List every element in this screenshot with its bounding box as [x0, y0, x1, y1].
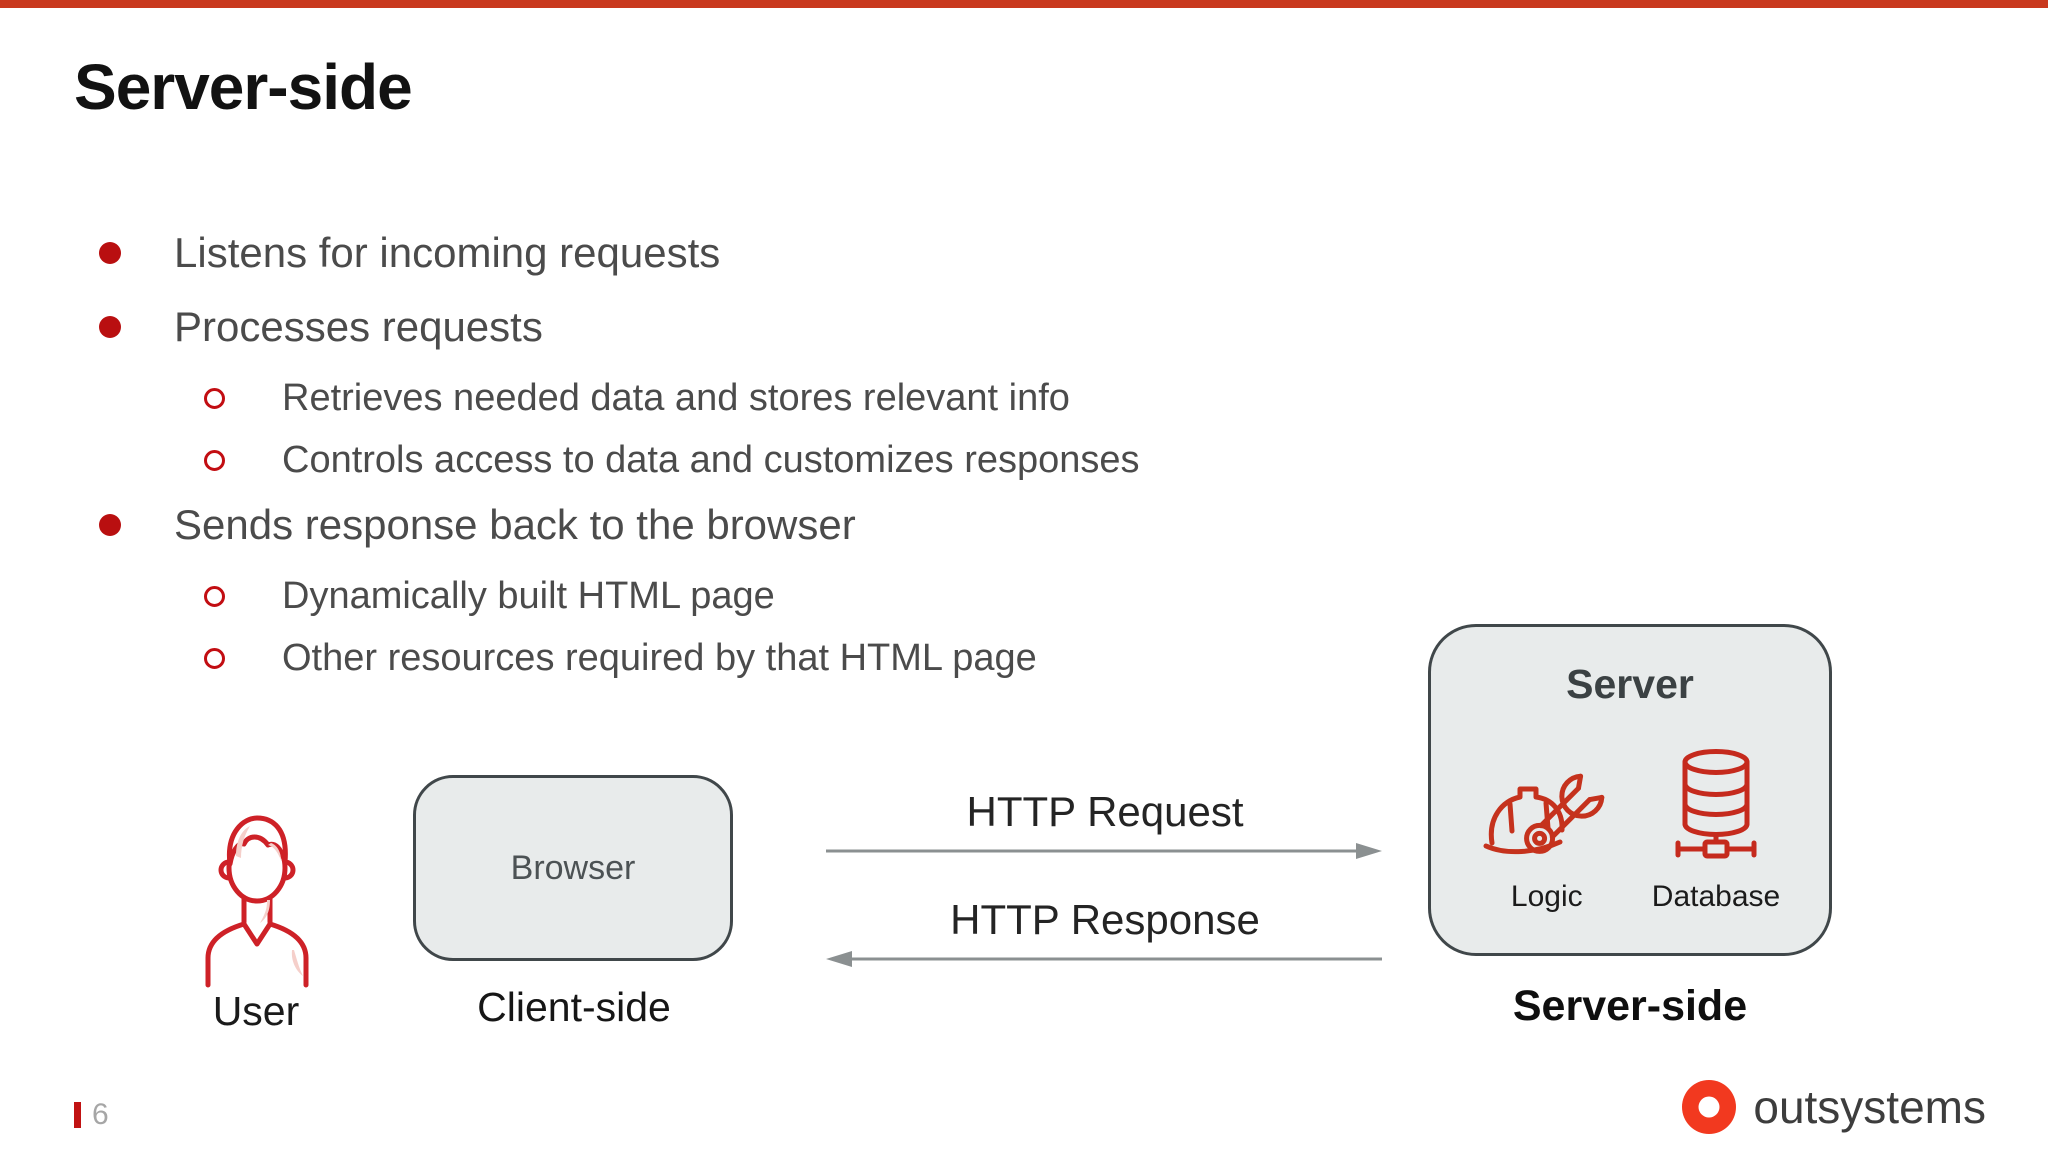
outsystems-logo-icon	[1682, 1080, 1737, 1134]
server-icons-row: Logic Database	[1431, 748, 1829, 914]
bullet-text: Listens for incoming requests	[174, 229, 721, 276]
bullet-text: Sends response back to the browser	[174, 501, 856, 548]
sub-bullet-item: Other resources required by that HTML pa…	[204, 634, 1408, 682]
page-accent-bar	[74, 1102, 81, 1128]
hardhat-wrench-icon	[1483, 773, 1605, 855]
server-box: Server	[1428, 624, 1832, 956]
bullet-ring-icon	[204, 450, 225, 471]
bullet-list: Listens for incoming requests Processes …	[88, 226, 1408, 696]
bullet-dot-icon	[99, 514, 121, 536]
logic-item: Logic	[1480, 754, 1614, 914]
bullet-dot-icon	[99, 316, 121, 338]
http-response-label: HTTP Response	[950, 896, 1260, 943]
bullet-text: Retrieves needed data and stores relevan…	[282, 377, 1070, 419]
server-box-title: Server	[1566, 661, 1694, 707]
top-accent-bar	[0, 0, 2048, 8]
bullet-text: Processes requests	[174, 303, 543, 350]
browser-box: Browser	[413, 775, 733, 961]
page-number: 6	[92, 1098, 109, 1131]
request-arrow-icon	[826, 843, 1382, 859]
bullet-item: Listens for incoming requests	[88, 226, 1408, 280]
slide-title: Server-side	[74, 51, 413, 123]
sub-bullet-item: Retrieves needed data and stores relevan…	[204, 374, 1408, 422]
database-item: Database	[1652, 748, 1780, 914]
browser-box-label: Browser	[510, 848, 636, 887]
bullet-text: Controls access to data and customizes r…	[282, 439, 1140, 481]
bullet-dot-icon	[99, 242, 121, 264]
database-label: Database	[1651, 880, 1781, 913]
user-person-icon	[205, 815, 309, 988]
sub-bullet-item: Dynamically built HTML page	[204, 572, 1408, 620]
bullet-item: Sends response back to the browser	[88, 498, 1408, 552]
database-icon	[1675, 749, 1757, 859]
bullet-item: Processes requests	[88, 300, 1408, 354]
logic-label: Logic	[1510, 880, 1583, 913]
user-label: User	[212, 988, 300, 1034]
bullet-text: Dynamically built HTML page	[282, 575, 775, 617]
http-request-label: HTTP Request	[966, 788, 1244, 835]
bullet-ring-icon	[204, 586, 225, 607]
response-arrow-icon	[826, 951, 1382, 967]
page-number-marker: 6	[74, 1098, 109, 1132]
client-side-label: Client-side	[477, 984, 671, 1030]
bullet-ring-icon	[204, 388, 225, 409]
server-side-label: Server-side	[1512, 982, 1748, 1030]
bullet-text: Other resources required by that HTML pa…	[282, 637, 1037, 679]
outsystems-logo: outsystems	[1680, 1078, 1986, 1136]
outsystems-logo-text: outsystems	[1753, 1081, 1986, 1133]
sub-bullet-item: Controls access to data and customizes r…	[204, 436, 1408, 484]
bullet-ring-icon	[204, 648, 225, 669]
